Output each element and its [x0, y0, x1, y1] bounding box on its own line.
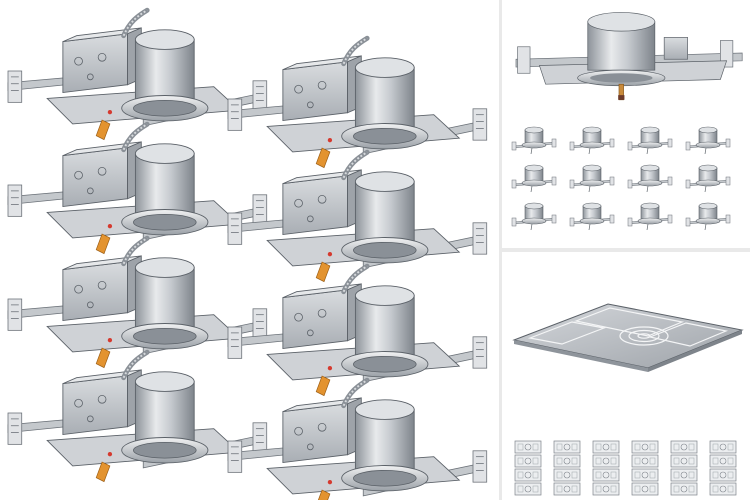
plate-thumbnail-19	[514, 482, 542, 496]
plate-thumbnail-12	[709, 454, 737, 468]
plate-thumbnail-24	[709, 482, 737, 496]
plate-thumbnail-13	[514, 468, 542, 482]
housing-thumbnail-2	[569, 126, 615, 155]
plate-thumbnail-5	[670, 440, 698, 454]
housing-thumbnail-3	[627, 126, 673, 155]
plate-thumbnail-7	[514, 454, 542, 468]
plate-thumbnail-3	[592, 440, 620, 454]
plate-thumbnail-20	[553, 482, 581, 496]
housing-thumbnail-11	[627, 202, 673, 231]
plate-thumbnail-15	[592, 468, 620, 482]
housing-thumbnail-12	[685, 202, 731, 231]
plate-thumbnail-6	[709, 440, 737, 454]
bottom-right-panel	[502, 252, 750, 500]
plate-thumbnail-14	[553, 468, 581, 482]
housing-thumbnail-9	[511, 202, 557, 231]
mounting-plate	[512, 303, 744, 372]
plate-thumbnail-11	[670, 454, 698, 468]
hero-housing	[515, 12, 743, 101]
plate-thumbnail-17	[670, 468, 698, 482]
housing-thumbnail-10	[569, 202, 615, 231]
plate-thumbnail-1	[514, 440, 542, 454]
plate-thumbnail-18	[709, 468, 737, 482]
plate-thumbnail-16	[631, 468, 659, 482]
plate-thumbnail-grid	[514, 440, 737, 496]
plate-thumbnail-4	[631, 440, 659, 454]
plate-thumbnail-8	[553, 454, 581, 468]
housing-thumbnail-4	[685, 126, 731, 155]
housing-thumbnail-grid	[511, 126, 731, 231]
housing-thumbnail-7	[627, 164, 673, 193]
housing-thumbnail-1	[511, 126, 557, 155]
plate-thumbnail-21	[592, 482, 620, 496]
plate-thumbnail-9	[592, 454, 620, 468]
plate-thumbnail-10	[631, 454, 659, 468]
plate-thumbnail-2	[553, 440, 581, 454]
housing-thumbnail-8	[685, 164, 731, 193]
plate-thumbnail-23	[670, 482, 698, 496]
housing-grid	[8, 10, 487, 500]
housing-thumbnail-5	[511, 164, 557, 193]
housing-thumbnail-6	[569, 164, 615, 193]
plate-thumbnail-22	[631, 482, 659, 496]
